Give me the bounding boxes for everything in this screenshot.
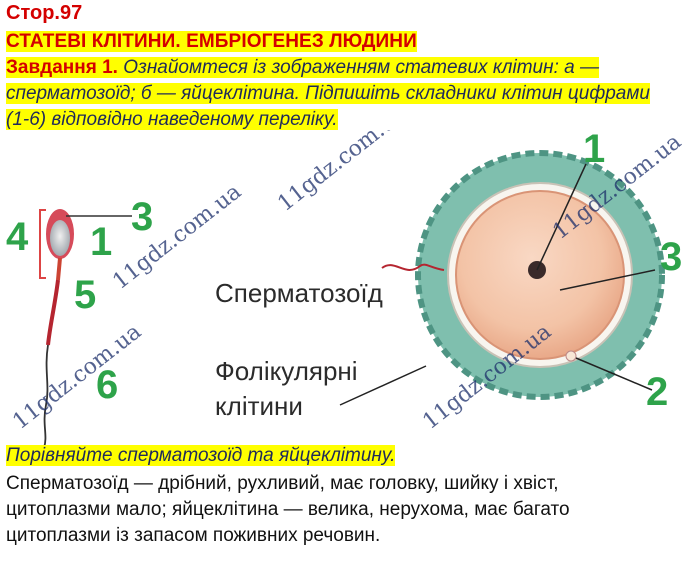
sperm-cell [43, 209, 132, 449]
task-1: Завдання 1. Ознайомтеся із зображенням с… [6, 55, 695, 133]
compare-question: Порівняйте сперматозоїд та яйцеклітину. [6, 445, 396, 467]
cells-figure: Сперматозоїд Фолікулярні клітини 4 3 1 5… [6, 130, 686, 449]
sperm-number-4: 4 [6, 215, 29, 259]
task-label: Завдання 1. [6, 57, 118, 78]
page-title: СТАТЕВІ КЛІТИНИ. ЕМБРІОГЕНЕЗ ЛЮДИНИ [6, 31, 417, 53]
task-text-line2: сперматозоїд; б — яйцеклітина. Підпишіть… [6, 83, 650, 104]
sperm-number-5: 5 [74, 273, 96, 317]
page-number: Стор.97 [6, 2, 83, 24]
sperm-bracket [39, 209, 46, 279]
sperm-number-1: 1 [90, 220, 112, 264]
question-text: Порівняйте сперматозоїд та яйцеклітину. [6, 445, 396, 466]
task-text-line1: Ознайомтеся із зображенням статевих кліт… [117, 57, 599, 78]
label-follicular-1: Фолікулярні [215, 356, 358, 386]
answer-line2: цитоплазми мало; яйцеклітина — велика, н… [6, 499, 570, 520]
watermark: 11gdz.com.ua [8, 319, 146, 434]
egg-number-3: 3 [660, 235, 682, 279]
answer-line3: цитоплазми із запасом поживних речовин. [6, 525, 381, 546]
follicular-pointer [339, 365, 427, 406]
answer-text: Сперматозоїд — дрібний, рухливий, має го… [6, 471, 691, 549]
answer-line1: Сперматозоїд — дрібний, рухливий, має го… [6, 473, 559, 494]
watermark: 11gdz.com.ua [273, 130, 411, 217]
sperm-tail [43, 344, 49, 449]
egg-pointer-2 [575, 357, 653, 391]
egg-number-1: 1 [583, 130, 605, 171]
sperm-number-6: 6 [96, 363, 118, 407]
sperm-at-egg [381, 263, 445, 271]
sperm-nucleus [50, 220, 70, 256]
polar-body [565, 350, 577, 362]
label-follicular-2: клітини [215, 391, 303, 421]
egg-pointer-3 [559, 269, 656, 291]
label-spermatozoid: Сперматозоїд [215, 278, 383, 308]
sperm-number-3: 3 [131, 195, 153, 239]
egg-pointer-1 [536, 163, 587, 271]
task-text-line3: (1-6) відповідно наведеному переліку. [6, 109, 338, 130]
title-text: СТАТЕВІ КЛІТИНИ. ЕМБРІОГЕНЕЗ ЛЮДИНИ [6, 31, 417, 52]
sperm-neck [56, 257, 62, 281]
egg-number-2: 2 [646, 370, 668, 414]
egg-cell [339, 150, 665, 406]
sperm-midpiece [46, 279, 60, 346]
